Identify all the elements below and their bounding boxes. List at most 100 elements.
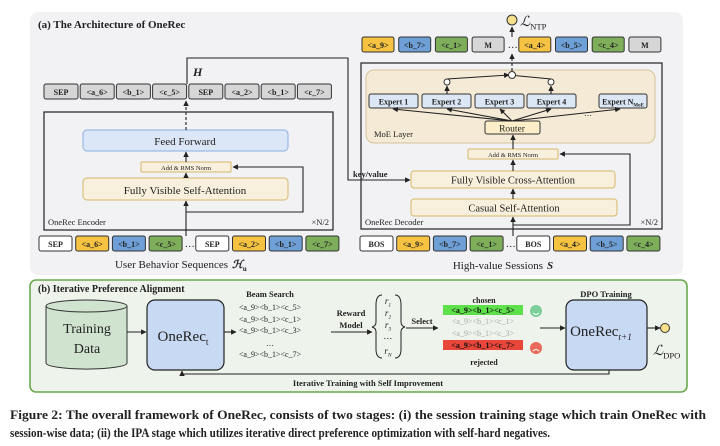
encoder-input-token <box>38 235 73 252</box>
decoder-input-token <box>359 235 394 252</box>
chosen-label: chosen <box>472 296 496 305</box>
causal-attention-label: Casual Self-Attention <box>468 204 560 215</box>
panel-b-title: (b) Iterative Preference Alignment <box>38 284 185 295</box>
decoder-input-token-label: BOS <box>525 240 542 249</box>
decoder-input-token <box>589 235 624 252</box>
onerec-t-label-subscript: t <box>206 338 209 348</box>
hidden-state-label: H <box>192 65 203 79</box>
sum-icon <box>508 71 516 79</box>
decoder-repeat-label: ×N/2 <box>640 217 658 227</box>
sad-face-mouth <box>532 349 540 352</box>
decoder-input-token <box>626 235 661 252</box>
expert-label: Expert 3 <box>485 98 515 107</box>
onerec-t-label: OneRect <box>158 329 209 348</box>
router-label: Router <box>499 125 526 135</box>
reward-value: r1 <box>385 296 392 308</box>
beam-result: <a_9><b_1><c_1> <box>239 315 302 324</box>
beam-result: <a_9><b_1><c_3> <box>239 326 302 335</box>
encoder-input-token-label: SEP <box>205 240 220 249</box>
encoder-box <box>43 111 334 231</box>
encoder-input-token-label: <c_7> <box>312 240 333 249</box>
encoder-input-symbol-subscript: u <box>243 266 247 273</box>
sad-face-icon <box>530 342 542 354</box>
dpo-loss-dot <box>660 323 670 333</box>
candidate-unused: <a_9><b_1><c_3> <box>452 329 515 338</box>
decoder-output-token-label: <a_9> <box>367 41 389 50</box>
decoder-output-token <box>471 36 505 53</box>
dpo-training-title: DPO Training <box>580 289 632 299</box>
encoder-output-token <box>188 83 224 100</box>
encoder-input-token <box>75 235 110 252</box>
figure-caption-line: session-wise data; (ii) the IPA stage wh… <box>10 426 550 440</box>
encoder-input-token <box>111 235 146 252</box>
encoder-input-caption: User Behavior Sequences <box>115 259 228 271</box>
ntp-loss-label-subscript: NTP <box>530 22 547 32</box>
decoder-output-token-label: M <box>641 41 649 50</box>
onerec-t1-label: OneRect+1 <box>570 324 632 343</box>
figure-caption-line: Figure 2: The overall framework of OneRe… <box>10 408 706 422</box>
chosen-highlight <box>443 305 523 315</box>
encoder-input-token-label: SEP <box>48 240 63 249</box>
decoder-add-norm-label: Add & RMS Norm <box>488 152 538 159</box>
encoder-input-token <box>148 235 183 252</box>
training-data-cylinder <box>45 306 128 370</box>
decoder-input-ellipsis: … <box>506 239 516 250</box>
decoder-input-token-label: <a_9> <box>403 240 425 249</box>
beam-result: <a_9><b_1><c_5> <box>239 303 302 312</box>
gate-sum-arrow <box>446 72 510 80</box>
decoder-input-token <box>396 235 431 252</box>
router-to-expert-arrow <box>446 107 513 122</box>
candidate-unused: <a_9><b_1><c_1> <box>452 317 515 326</box>
decoder-input-token <box>469 235 504 252</box>
hidden-state-connection <box>186 57 411 183</box>
dpo-loss-label-subscript: DPO <box>663 351 680 361</box>
encoder-output-token <box>296 83 332 100</box>
expert-label: Expert 2 <box>432 98 462 107</box>
expert-ellipsis: … <box>584 109 592 118</box>
decoder-input-token-label: <c_4> <box>633 240 654 249</box>
decoder-label: OneRec Decoder <box>365 217 423 227</box>
multiply-icon <box>443 78 451 86</box>
expert-n-block <box>598 93 648 109</box>
ntp-loss-dot <box>506 14 518 26</box>
cross-attention-label: Fully Visible Cross-Attention <box>451 176 576 187</box>
candidate-chosen: <a_9><b_1><c_5> <box>451 306 515 315</box>
encoder-input-token <box>305 235 340 252</box>
beam-result: … <box>266 339 274 348</box>
moe-layer-label: MoE Layer <box>374 129 413 139</box>
expert-n-label-subscript: MoE <box>633 104 644 109</box>
router-to-expert-arrow <box>392 106 513 122</box>
router-to-expert-arrow <box>511 107 552 122</box>
feed-forward-label: Feed Forward <box>154 136 216 148</box>
router-to-expert-arrow <box>511 106 621 122</box>
reward-value: r3 <box>385 320 392 332</box>
reward-value-subscript: 2 <box>388 314 391 320</box>
reward-value-subscript: 3 <box>387 326 391 332</box>
decoder-output-ellipsis: … <box>508 40 518 51</box>
encoder-input-token-label: <a_2> <box>238 240 260 249</box>
decoder-input-token-label: <c_1> <box>476 240 497 249</box>
left-brace <box>371 294 383 359</box>
key-value-label: key/value <box>353 169 388 179</box>
decoder-output-token <box>555 36 588 53</box>
decoder-input-token <box>553 235 587 252</box>
expert-label: Expert 4 <box>537 98 567 107</box>
training-data-label: Training <box>63 322 111 337</box>
expert-label: Expert 1 <box>379 98 409 107</box>
iterative-loop-label: Iterative Training with Self Improvement <box>293 378 443 388</box>
decoder-input-token <box>432 235 467 252</box>
beam-search-title: Beam Search <box>246 289 294 299</box>
encoder-input-token-label: <b_1> <box>118 240 140 249</box>
decoder-input-token-label: <b_7> <box>439 240 461 249</box>
decoder-output-token <box>361 36 395 53</box>
encoder-output-token <box>79 83 115 100</box>
reward-value: rN <box>384 346 392 358</box>
encoder-input-token <box>268 235 303 252</box>
encoder-input-token-label: <a_6> <box>82 240 104 249</box>
iterative-loop-arrow <box>179 370 610 376</box>
training-data-cylinder-top <box>45 299 128 313</box>
encoder-output-token-label: <b_1> <box>123 88 145 97</box>
encoder-output-token <box>43 83 79 100</box>
decoder-output-token <box>628 36 662 53</box>
encoder-output-token-label: <a_2> <box>231 88 253 97</box>
